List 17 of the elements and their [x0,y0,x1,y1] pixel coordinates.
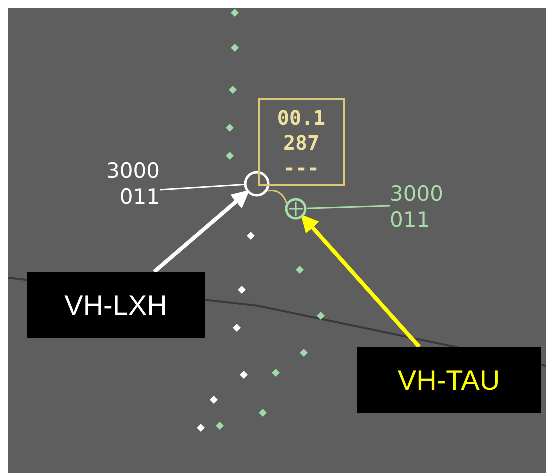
leader-line [306,205,390,210]
callsign-label [27,272,205,338]
callsign-label [357,347,541,413]
data-text: 011 [390,207,432,234]
arrow [153,190,250,274]
label-text: --- [282,156,321,181]
label-text: VH-TAU [396,364,502,398]
data-text: 011 [118,184,160,210]
data-text: 3000 [106,158,160,184]
data-text: 3000 [390,180,444,207]
readout-box [258,98,345,186]
label-text: 00.1 [276,106,327,131]
leader-line [160,184,244,191]
label-text: 287 [282,131,321,156]
range-line [268,190,288,204]
arrow [300,214,421,348]
label-text: VH-LXH [64,288,168,322]
